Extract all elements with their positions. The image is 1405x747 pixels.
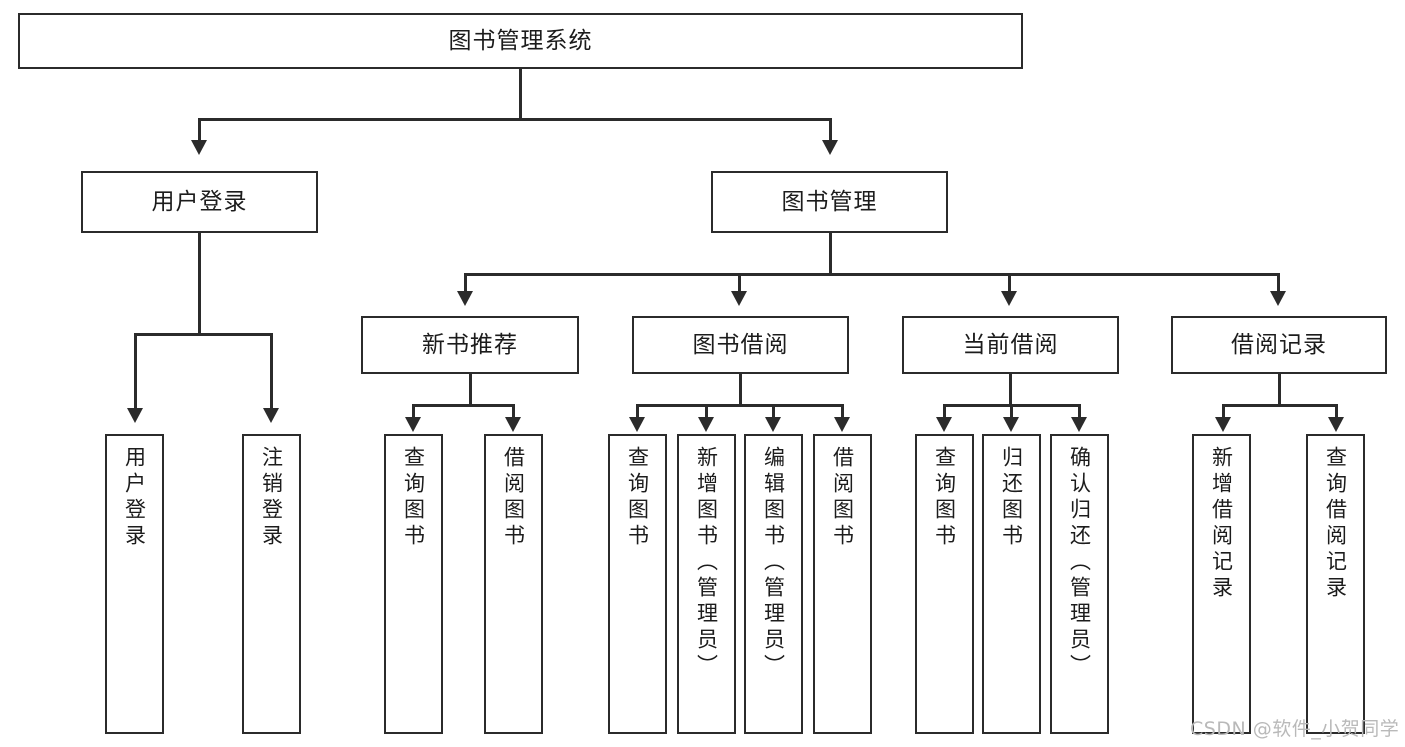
- leaf-book-borrow-query-book[interactable]: 查询图书: [608, 434, 667, 734]
- connector-bb-child1: [636, 404, 639, 421]
- connector-user-login-child2: [270, 333, 273, 412]
- node-label: 图书借阅: [692, 331, 789, 358]
- arrowhead-cb-child3: [1071, 417, 1087, 432]
- connector-nbr-child2: [512, 404, 515, 421]
- arrowhead-cb-child2: [1003, 417, 1019, 432]
- connector-bb-child4: [841, 404, 844, 421]
- connector-user-login-stem: [198, 233, 201, 335]
- connector-nbr-child1: [412, 404, 415, 421]
- arrowhead-nbr-child2: [505, 417, 521, 432]
- arrowhead-bm-child2: [731, 291, 747, 306]
- arrowhead-nbr-child1: [405, 417, 421, 432]
- arrowhead-bm-child1: [457, 291, 473, 306]
- node-label: 图书管理系统: [448, 27, 593, 54]
- leaf-new-book-borrow-book[interactable]: 借阅图书: [484, 434, 543, 734]
- connector-bb-stem: [739, 374, 742, 406]
- leaf-current-borrow-confirm-return-admin[interactable]: 确认归还（管理员）: [1050, 434, 1109, 734]
- node-new-book-recommend[interactable]: 新书推荐: [361, 316, 579, 374]
- node-label: 用户登录: [151, 188, 248, 215]
- connector-bm-child2: [738, 273, 741, 295]
- node-label: 借阅记录: [1231, 331, 1327, 358]
- arrowhead-bm-child4: [1270, 291, 1286, 306]
- connector-book-management-bus: [464, 273, 1278, 276]
- connector-bm-child3: [1008, 273, 1011, 295]
- connector-br-bus: [1222, 404, 1337, 407]
- arrowhead-to-user-login: [191, 140, 207, 155]
- arrowhead-to-book-management: [822, 140, 838, 155]
- connector-nbr-stem: [469, 374, 472, 406]
- arrowhead-bb-child1: [629, 417, 645, 432]
- node-label: 借阅图书: [830, 446, 855, 550]
- connector-cb-stem: [1009, 374, 1012, 406]
- connector-br-child1: [1222, 404, 1225, 421]
- leaf-new-book-query-book[interactable]: 查询图书: [384, 434, 443, 734]
- node-current-borrow[interactable]: 当前借阅: [902, 316, 1119, 374]
- node-label: 当前借阅: [962, 331, 1059, 358]
- connector-cb-child1: [943, 404, 946, 421]
- connector-cb-child3: [1078, 404, 1081, 421]
- node-user-login[interactable]: 用户登录: [81, 171, 318, 233]
- node-borrow-record[interactable]: 借阅记录: [1171, 316, 1387, 374]
- arrowhead-cb-child1: [936, 417, 952, 432]
- connector-root-to-book-management: [829, 118, 832, 144]
- connector-bm-child1: [464, 273, 467, 295]
- node-label: 新书推荐: [422, 331, 518, 358]
- node-root-book-management-system[interactable]: 图书管理系统: [18, 13, 1023, 69]
- node-label: 注销登录: [259, 446, 284, 550]
- arrowhead-bb-child3: [765, 417, 781, 432]
- leaf-book-borrow-add-book-admin[interactable]: 新增图书（管理员）: [677, 434, 736, 734]
- leaf-book-borrow-edit-book-admin[interactable]: 编辑图书（管理员）: [744, 434, 803, 734]
- node-label: 归还图书: [999, 446, 1024, 550]
- connector-nbr-bus: [412, 404, 514, 407]
- watermark-text: CSDN @软件_小贺同学: [1190, 718, 1400, 740]
- arrowhead-bb-child2: [698, 417, 714, 432]
- node-label: 借阅图书: [501, 446, 526, 550]
- node-label: 查询借阅记录: [1323, 446, 1348, 602]
- connector-br-stem: [1278, 374, 1281, 406]
- arrowhead-br-child1: [1215, 417, 1231, 432]
- connector-bb-child2: [705, 404, 708, 421]
- connector-root-stem: [519, 69, 522, 120]
- leaf-book-borrow-borrow-book[interactable]: 借阅图书: [813, 434, 872, 734]
- connector-cb-child2: [1010, 404, 1013, 421]
- node-label: 查询图书: [625, 446, 650, 550]
- node-label: 确认归还（管理员）: [1067, 446, 1092, 680]
- node-label: 图书管理: [781, 188, 878, 215]
- connector-user-login-child1: [134, 333, 137, 412]
- node-label: 查询图书: [401, 446, 426, 550]
- node-label: 新增图书（管理员）: [694, 446, 719, 680]
- connector-br-child2: [1335, 404, 1338, 421]
- connector-bb-bus: [636, 404, 844, 407]
- arrowhead-user-login-child2: [263, 408, 279, 423]
- node-label: 用户登录: [122, 446, 147, 550]
- connector-root-bus: [198, 118, 832, 121]
- arrowhead-user-login-child1: [127, 408, 143, 423]
- node-label: 编辑图书（管理员）: [761, 446, 786, 680]
- leaf-borrow-record-query-record[interactable]: 查询借阅记录: [1306, 434, 1365, 734]
- node-book-management[interactable]: 图书管理: [711, 171, 948, 233]
- node-book-borrow[interactable]: 图书借阅: [632, 316, 849, 374]
- connector-bm-child4: [1277, 273, 1280, 295]
- node-label: 新增借阅记录: [1209, 446, 1234, 602]
- connector-bb-child3: [772, 404, 775, 421]
- arrowhead-bb-child4: [834, 417, 850, 432]
- leaf-user-login-logout[interactable]: 注销登录: [242, 434, 301, 734]
- node-label: 查询图书: [932, 446, 957, 550]
- connector-user-login-bus: [134, 333, 272, 336]
- connector-root-to-user-login: [198, 118, 201, 144]
- leaf-borrow-record-add-record[interactable]: 新增借阅记录: [1192, 434, 1251, 734]
- arrowhead-bm-child3: [1001, 291, 1017, 306]
- leaf-user-login-login[interactable]: 用户登录: [105, 434, 164, 734]
- connector-book-management-stem: [829, 233, 832, 275]
- leaf-current-borrow-query-book[interactable]: 查询图书: [915, 434, 974, 734]
- leaf-current-borrow-return-book[interactable]: 归还图书: [982, 434, 1041, 734]
- arrowhead-br-child2: [1328, 417, 1344, 432]
